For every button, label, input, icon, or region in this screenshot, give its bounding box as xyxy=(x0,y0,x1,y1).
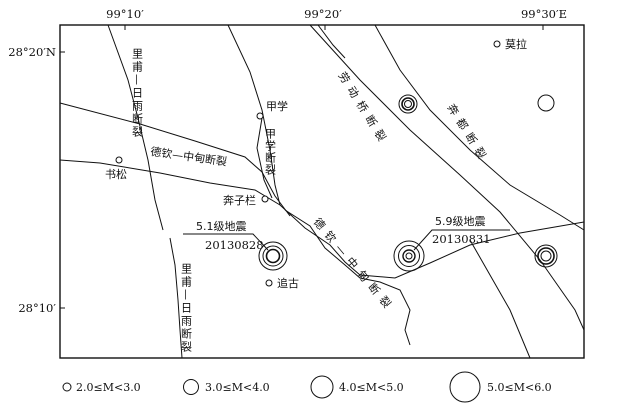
fault-jiaxue-branch xyxy=(256,117,273,199)
eq-5-9-inner xyxy=(402,249,416,263)
eq-east-single xyxy=(537,94,555,112)
legend-symbol-3 xyxy=(310,375,334,399)
place-label-shusong: 书松 xyxy=(105,167,127,181)
eq-east-outer xyxy=(534,244,558,268)
eq-5-1-mid xyxy=(262,245,284,267)
lon-tick-1: 99°10′ xyxy=(106,7,144,21)
axis-ticks xyxy=(60,25,544,309)
legend: 2.0≤M<3.0 3.0≤M<4.0 4.0≤M<5.0 5.0≤M<6.0 xyxy=(62,371,552,403)
fault-label-deqin-right: 德钦—中甸断裂 xyxy=(311,215,398,315)
fault-eastern-splay xyxy=(469,239,531,359)
eq-laodongqiao-outer xyxy=(398,94,418,114)
fault-lilan-riyu-lower xyxy=(169,237,183,359)
fault-lines xyxy=(59,24,585,359)
fault-label-lilan-upper: 里甫—日雨断裂 xyxy=(131,48,144,139)
map-frame xyxy=(59,24,585,359)
place-marker-zhuigu xyxy=(265,279,273,287)
eq-5-9-mid xyxy=(398,245,420,267)
place-markers xyxy=(115,40,501,287)
earthquake-markers xyxy=(258,94,558,272)
fault-label-laodongqiao: 劳动桥断裂 xyxy=(335,69,392,149)
fault-jiaxue xyxy=(227,24,281,206)
eq-5-9-leader xyxy=(413,229,510,251)
lat-tick-2: 28°10′ xyxy=(18,301,56,315)
place-marker-shusong xyxy=(115,156,123,164)
eq-east-inner xyxy=(540,250,552,262)
eq-5-1-inner xyxy=(265,248,281,264)
place-marker-benzilan xyxy=(261,195,269,203)
eq-5-9-date: 20130831 xyxy=(432,232,491,246)
place-marker-mola xyxy=(493,40,501,48)
eq-5-1-outer xyxy=(258,241,288,271)
place-label-mola: 莫拉 xyxy=(505,37,527,51)
place-label-zhuigu: 追古 xyxy=(277,276,299,290)
lon-tick-3: 99°30′E xyxy=(521,7,567,21)
lon-tick-2: 99°20′ xyxy=(304,7,342,21)
fault-inner-loop xyxy=(284,209,411,346)
place-marker-jiaxue xyxy=(256,112,264,120)
eq-5-1-date: 20130828 xyxy=(205,238,264,252)
legend-label-4: 5.0≤M<6.0 xyxy=(487,381,552,394)
fault-deqin-zhongdian xyxy=(59,159,585,279)
place-label-jiaxue: 甲学 xyxy=(266,99,288,113)
fault-label-bendu: 奔都断裂 xyxy=(444,101,492,166)
legend-symbol-1 xyxy=(62,382,72,392)
eq-5-1-magnitude: 5.1级地震 xyxy=(196,220,247,233)
eq-5-1-leader xyxy=(183,233,269,251)
fault-label-lilan-lower: 里甫—日雨断裂 xyxy=(180,263,193,354)
eq-laodongqiao-inner xyxy=(404,100,412,108)
legend-label-1: 2.0≤M<3.0 xyxy=(76,381,141,394)
eq-laodongqiao-mid xyxy=(401,97,415,111)
eq-5-9-core xyxy=(405,252,413,260)
fault-jiaxue-top xyxy=(317,24,346,59)
legend-symbol-2 xyxy=(183,379,199,395)
eq-east-mid xyxy=(537,247,555,265)
legend-label-2: 3.0≤M<4.0 xyxy=(205,381,270,394)
eq-5-9-outer xyxy=(393,240,425,272)
fault-deqin-upper-branch xyxy=(59,102,291,217)
legend-symbol-4 xyxy=(449,371,481,403)
lat-tick-1: 28°20′N xyxy=(8,45,56,59)
fault-lilan-riyu-upper xyxy=(107,24,164,231)
fault-bendu xyxy=(374,24,585,231)
eq-5-9-magnitude: 5.9级地震 xyxy=(435,215,486,228)
fault-laodongqiao xyxy=(309,24,585,331)
event-annotations xyxy=(183,229,510,251)
legend-label-3: 4.0≤M<5.0 xyxy=(339,381,404,394)
fault-labels: 里甫—日雨断裂 里甫—日雨断裂 德钦—中甸断裂 德钦—中甸断裂 甲学断裂 劳动桥… xyxy=(131,48,493,354)
place-label-benzilan: 奔子栏 xyxy=(223,193,256,207)
fault-label-jiaxue: 甲学断裂 xyxy=(264,128,277,176)
